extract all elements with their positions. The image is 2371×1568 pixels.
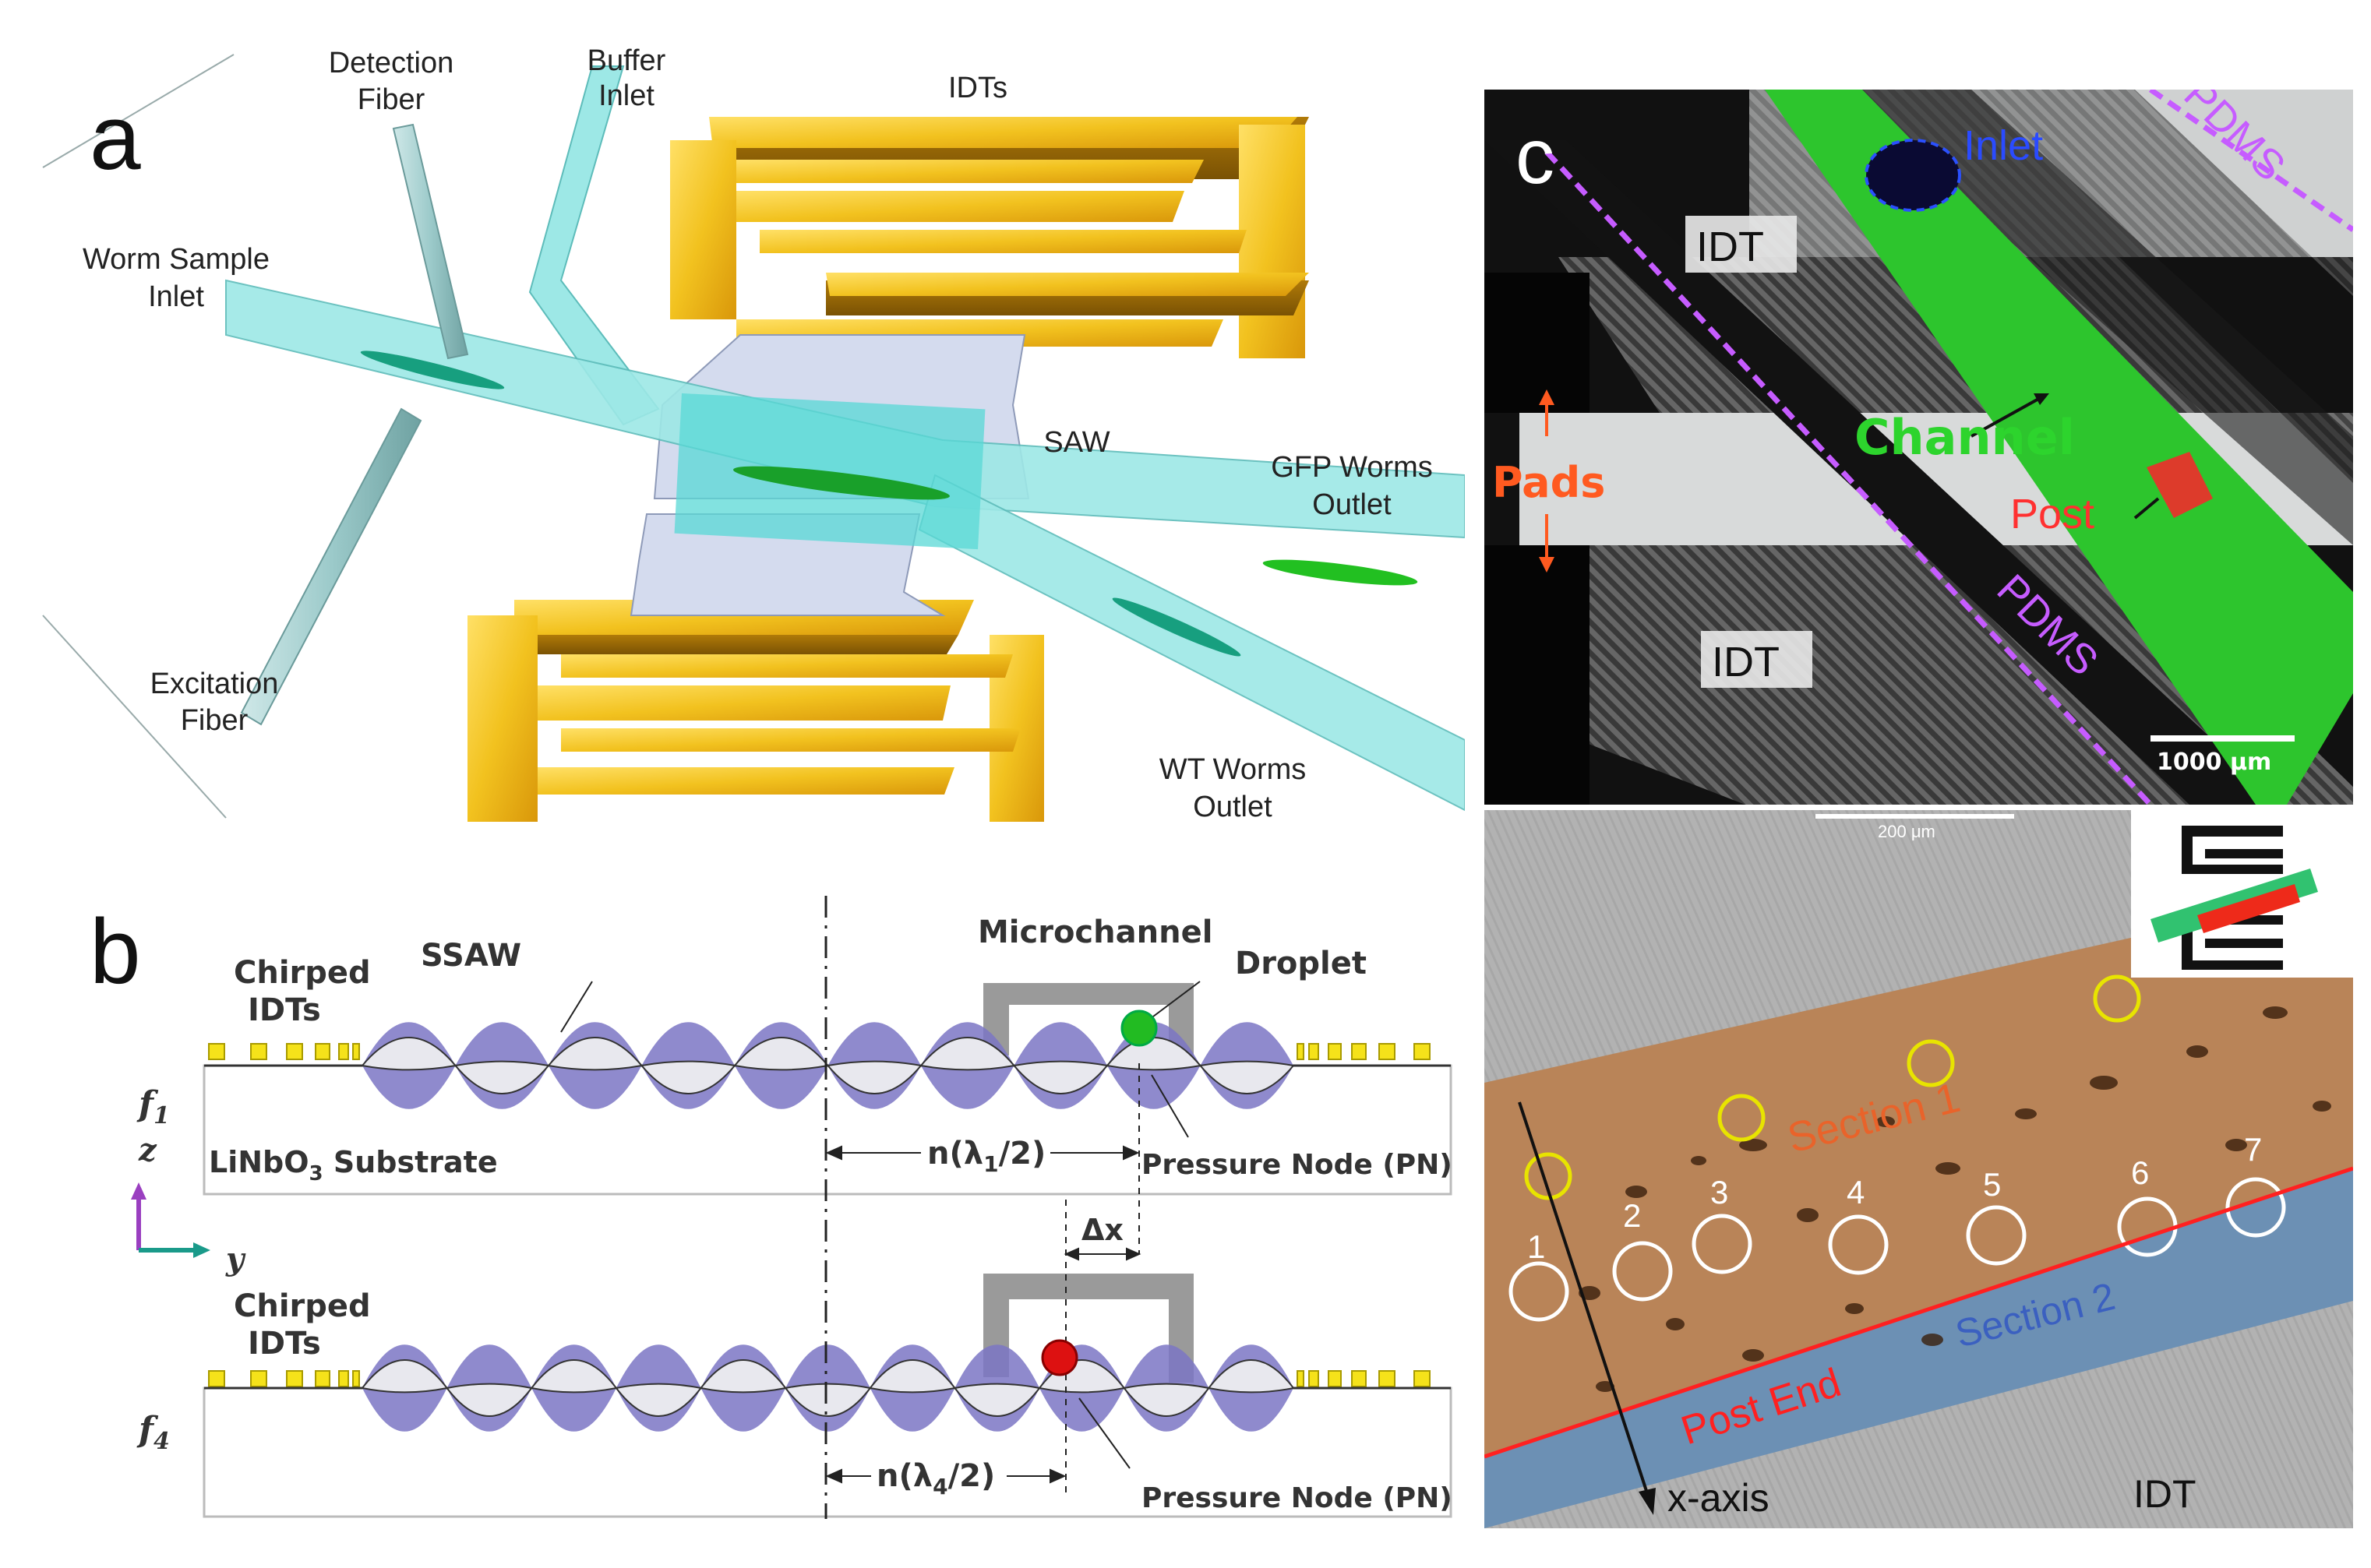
worm-inlet-label-1: Worm Sample: [83, 243, 270, 276]
circle-number-5: 5: [1983, 1166, 2001, 1203]
circle-number-3: 3: [1710, 1174, 1728, 1210]
ssaw-inner-lobe: [361, 1359, 449, 1394]
frame-line: [42, 615, 227, 819]
inlet-marker: [1865, 139, 1961, 212]
ssaw-inner-lobe: [699, 1359, 787, 1394]
chirped-idt-fingers: [208, 1043, 1431, 1387]
panel-a-letter: a: [90, 86, 141, 189]
circle-number-6: 6: [2131, 1154, 2149, 1191]
pdms-boundary-line-top: [2149, 90, 2353, 232]
ssaw-label: SSAW: [421, 938, 521, 974]
chirped-label-2: Chirped: [234, 1288, 371, 1324]
panel-b: b: [90, 896, 1452, 1519]
microchannel-label: Microchannel: [978, 914, 1212, 950]
buffer-inlet-label-2: Inlet: [598, 79, 654, 112]
idts-label-2: IDTs: [248, 1326, 321, 1362]
post-label: Post: [2010, 491, 2094, 537]
droplet-red: [1041, 1339, 1078, 1376]
f4-label: f4: [136, 1410, 170, 1455]
circle-numbers: 1 2 3 4 5 6 7: [1527, 1131, 2262, 1265]
worm-inlet-label-2: Inlet: [148, 280, 204, 313]
post-marker: [2147, 452, 2213, 518]
excitation-fiber-label-1: Excitation: [150, 668, 279, 700]
ssaw-inner-lobe: [1198, 1060, 1295, 1094]
gfp-outlet-label-1: GFP Worms: [1271, 451, 1433, 484]
wt-outlet-label-2: Outlet: [1193, 791, 1272, 823]
detection-fiber-label-2: Fiber: [358, 83, 425, 116]
gfp-outlet-label-2: Outlet: [1312, 488, 1392, 521]
n-lambda4-label: n(λ4/2): [877, 1458, 995, 1499]
ssaw-inner-lobe: [361, 1037, 457, 1071]
saw-label: SAW: [1043, 426, 1110, 459]
pads-label: Pads: [1492, 458, 1605, 507]
yellow-circle-markers: [1524, 974, 2141, 1200]
circle-number-4: 4: [1847, 1174, 1865, 1210]
cell-clusters: [1579, 1006, 2331, 1392]
n-lambda1-label: n(λ1/2): [927, 1136, 1046, 1177]
droplet-green: [1120, 1010, 1158, 1047]
pressure-node-label-1: Pressure Node (PN): [1141, 1149, 1452, 1181]
droplet-label: Droplet: [1235, 946, 1367, 981]
dimension-arrows: [560, 981, 1201, 1484]
pressure-node-label-2: Pressure Node (PN): [1141, 1482, 1452, 1514]
circle-number-2: 2: [1623, 1197, 1641, 1234]
substrate-label: LiNbO3 Substrate: [209, 1145, 498, 1186]
ssaw-inner-lobe: [530, 1359, 618, 1394]
y-axis-label: y: [225, 1241, 246, 1277]
idt-label-bottom: IDT: [1712, 639, 1780, 685]
microfluidic-channels: [225, 65, 1465, 812]
top-idt-electrode: [670, 117, 1309, 358]
excitation-fiber-label-2: Fiber: [181, 704, 249, 737]
x-axis-label: x-axis: [1667, 1476, 1769, 1520]
post-end-line: [1484, 1166, 2353, 1459]
idt-label-top: IDT: [1696, 224, 1764, 270]
channel-label: Channel: [1854, 409, 2075, 466]
section-1-region: [1484, 888, 2353, 1457]
panel-d: 200 μm Section 1 Section 2 Post End x-ax…: [1484, 810, 2353, 1528]
ssaw-inner-lobe: [547, 1037, 644, 1071]
circle-number-7: 7: [2244, 1131, 2262, 1168]
circle-number-1: 1: [1527, 1228, 1545, 1265]
idt-label-d: IDT: [2133, 1472, 2196, 1516]
microchannel-top: [983, 983, 1194, 1063]
pdms-boundary-line: [1544, 150, 2153, 805]
buffer-inlet-label-1: Buffer: [587, 44, 666, 77]
delta-x-label: Δx: [1081, 1213, 1124, 1247]
idts-label: IDTs: [948, 72, 1007, 104]
bottom-idt-electrode: [467, 600, 1044, 822]
panel-c-letter: c: [1515, 113, 1554, 200]
fibers: [240, 123, 469, 726]
scale-label-c: 1000 μm: [2157, 749, 2271, 776]
inset-device-icon: [2131, 810, 2353, 978]
idts-label-1: IDTs: [248, 992, 321, 1028]
scale-label-d: 200 μm: [1878, 822, 1935, 841]
ssaw-inner-lobe: [1207, 1359, 1295, 1394]
f1-label: f1: [136, 1084, 170, 1129]
inlet-label: Inlet: [1963, 122, 2043, 169]
ssaw-inner-lobe: [869, 1359, 957, 1394]
z-axis-label: z: [138, 1132, 157, 1168]
ssaw-inner-lobe: [733, 1037, 830, 1071]
ssaw-wave-top: [361, 1022, 1295, 1109]
axis-indicator: [131, 1182, 210, 1258]
ssaw-wave-bottom: [361, 1344, 1295, 1432]
panel-b-letter: b: [90, 900, 141, 1003]
panel-a: a Detection Fiber Buffer Inlet IDTs Worm…: [42, 44, 1465, 823]
x-axis-arrow: [1518, 1101, 1649, 1496]
section-2-region: [1484, 1168, 2353, 1528]
panel-c: c Inlet PDMS IDT Channel Pads Post PDMS …: [1484, 90, 2353, 805]
frame-line: [42, 54, 235, 168]
wt-outlet-label-1: WT Worms: [1159, 753, 1307, 786]
chirped-label-1: Chirped: [234, 955, 371, 991]
detection-fiber-label-1: Detection: [329, 47, 454, 79]
